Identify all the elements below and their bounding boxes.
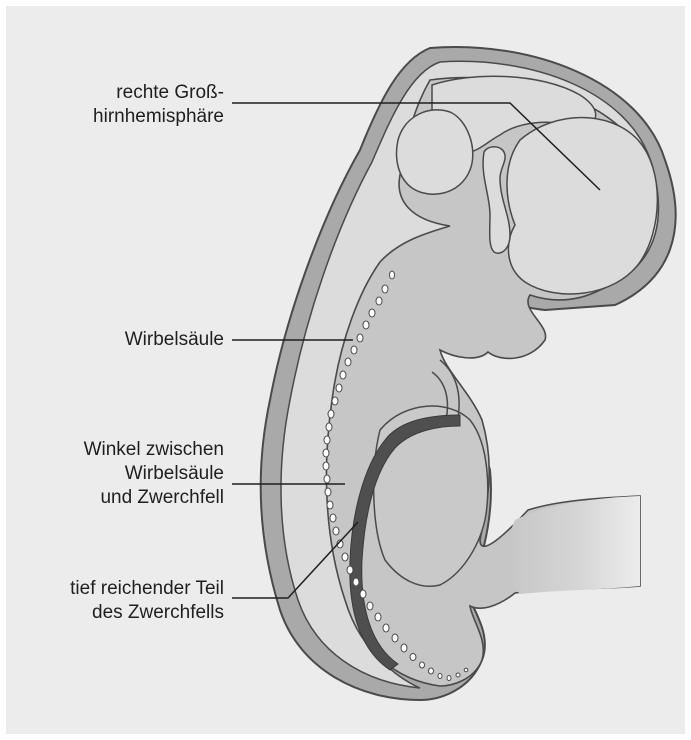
figure-panel: rechte Groß- hirnhemisphäre Wirbelsäule … — [6, 6, 685, 734]
right-hemisphere — [507, 118, 657, 294]
label-diaphragm-part-line2: des Zwerchfells — [70, 601, 224, 625]
label-hemisphere-line1: rechte Groß- — [93, 81, 224, 105]
label-angle-line2: Wirbelsäule — [84, 462, 224, 486]
label-angle: Winkel zwischen Wirbelsäule und Zwerchfe… — [84, 438, 224, 510]
label-angle-line3: und Zwerchfell — [84, 486, 224, 510]
label-diaphragm-part-line1: tief reichender Teil — [70, 577, 224, 601]
label-spine-line1: Wirbelsäule — [125, 328, 224, 352]
label-angle-line1: Winkel zwischen — [84, 438, 224, 462]
label-hemisphere-line2: hirnhemisphäre — [93, 105, 224, 129]
label-hemisphere: rechte Groß- hirnhemisphäre — [93, 81, 224, 129]
brain-vesicle-left — [397, 110, 473, 194]
label-spine: Wirbelsäule — [125, 328, 224, 352]
label-diaphragm-part: tief reichender Teil des Zwerchfells — [70, 577, 224, 625]
